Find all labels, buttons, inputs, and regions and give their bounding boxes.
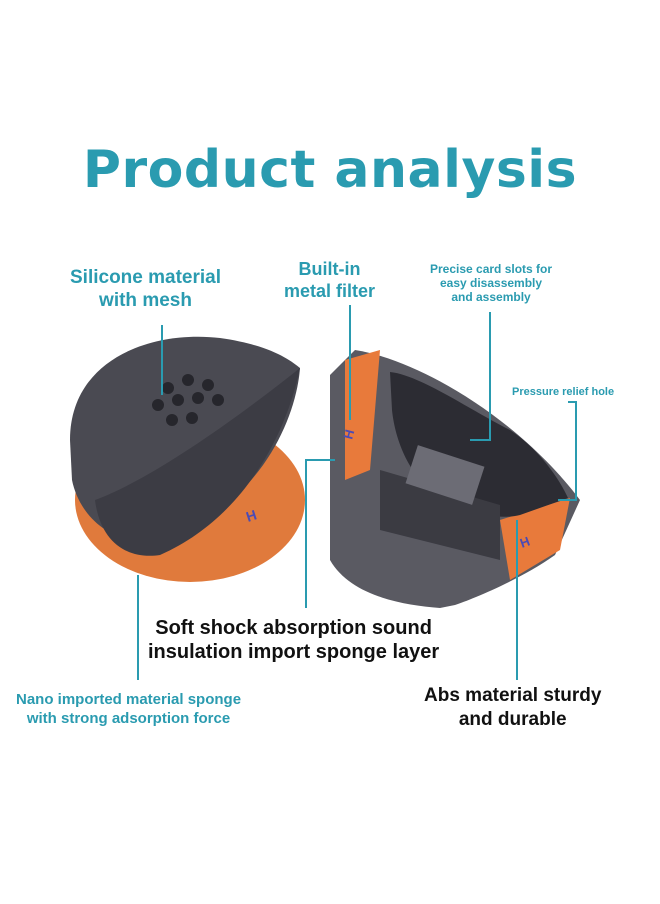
label-silicone-line1: Silicone material — [70, 267, 222, 288]
mesh-holes — [152, 374, 224, 426]
label-abs-line1: Abs material sturdy — [424, 685, 602, 706]
silicone-cup-product: H — [70, 336, 305, 582]
page-title: Product analysis — [82, 140, 578, 200]
label-card-slots: Precise card slots for easy disassembly … — [430, 262, 552, 304]
label-filter: Built-in metal filter — [284, 258, 375, 302]
label-abs-line2: and durable — [458, 709, 567, 730]
label-silicone-line2: with mesh — [99, 290, 192, 311]
label-sponge-layer: Soft shock absorption sound insulation i… — [148, 616, 439, 664]
label-nano-sponge-line1: Nano imported material sponge — [16, 691, 242, 708]
label-relief-hole: Pressure relief hole — [512, 386, 615, 398]
metal-filter-block — [380, 470, 500, 560]
brand-logo-mark-left: H — [340, 428, 357, 441]
label-sponge-layer-line2: insulation import sponge layer — [148, 641, 440, 663]
brand-logo-mark: H — [244, 507, 259, 525]
label-filter-line2: metal filter — [284, 281, 376, 301]
metal-filter-highlight — [405, 445, 485, 505]
silicone-cap-flap — [95, 368, 300, 556]
callout-relief-hole — [558, 401, 577, 501]
label-nano-sponge-line2: with strong adsorption force — [26, 710, 231, 727]
callout-sponge-layer — [305, 459, 335, 608]
label-card-slots-line2: easy disassembly — [439, 276, 543, 290]
callout-card-slots — [470, 312, 491, 441]
left-sponge-strip — [345, 350, 380, 480]
label-silicone: Silicone material with mesh — [70, 266, 221, 312]
label-sponge-layer-line1: Soft shock absorption sound — [155, 617, 432, 639]
label-filter-line1: Built-in — [298, 259, 361, 279]
callout-lines — [137, 305, 577, 680]
label-nano-sponge: Nano imported material sponge with stron… — [16, 690, 241, 728]
label-card-slots-line1: Precise card slots for — [430, 262, 553, 276]
label-abs: Abs material sturdy and durable — [424, 684, 601, 732]
label-card-slots-line3: and assembly — [451, 290, 531, 304]
